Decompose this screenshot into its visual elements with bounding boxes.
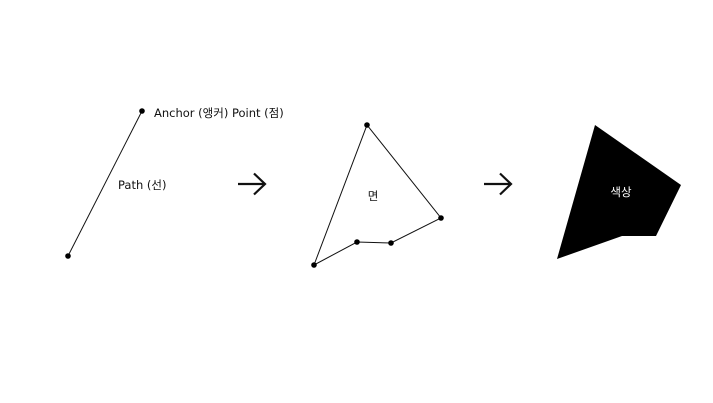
face-anchor-5 [311, 262, 317, 268]
anchor-point-top [139, 108, 145, 114]
face-anchor-3 [388, 240, 394, 246]
filled-shape [557, 125, 681, 259]
face-outline [313, 124, 442, 267]
stage-face: 면 [311, 122, 444, 268]
arrow-right-icon [484, 172, 513, 196]
path-label: Path (선) [118, 178, 166, 192]
face-anchor-4 [354, 239, 360, 245]
anchor-point-bottom [65, 253, 71, 259]
path-line [67, 110, 143, 257]
face-label: 면 [368, 189, 379, 203]
anchor-point-label: Anchor (앵커) Point (점) [154, 106, 284, 120]
face-anchor-2 [438, 215, 444, 221]
arrow-right-icon [238, 172, 267, 196]
color-label: 색상 [610, 185, 632, 199]
stage-color: 색상 [557, 125, 681, 259]
face-anchor-1 [364, 122, 370, 128]
stage-path: Anchor (앵커) Point (점) Path (선) [65, 106, 284, 259]
